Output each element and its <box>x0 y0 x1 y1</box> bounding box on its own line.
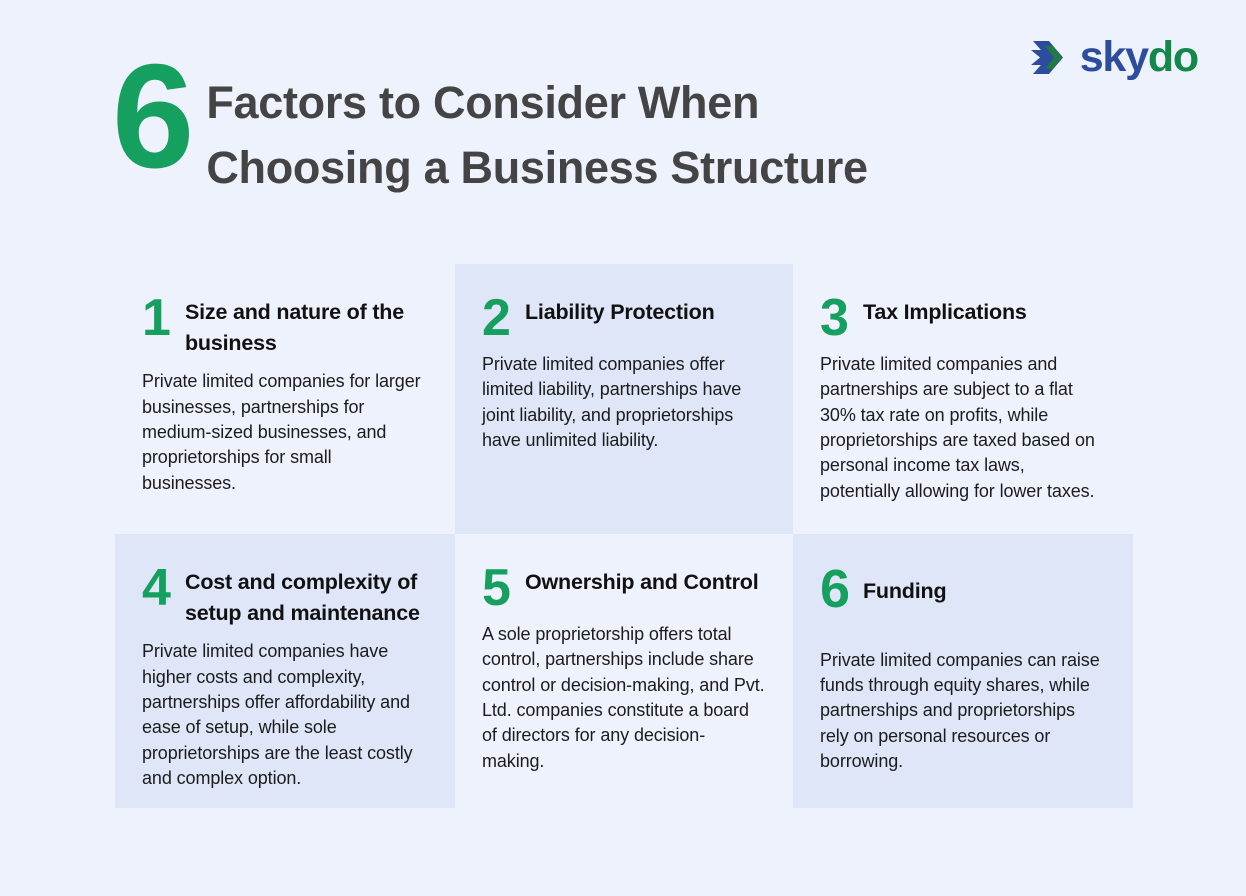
factor-card-2-body: Private limited companies offer limited … <box>482 353 742 450</box>
factor-card-5-title: Ownership and Control <box>525 570 759 594</box>
factor-card-2-head: 2 Liability Protection <box>482 289 766 347</box>
factor-card-1-number: 1 <box>142 289 171 347</box>
page-header: skydo 6 Factors to Consider When Choosin… <box>0 0 1246 240</box>
factor-card-2: 2 Liability Protection Private limited c… <box>455 264 793 534</box>
factor-card-2-title: Liability Protection <box>525 300 715 324</box>
factor-card-3: 3 Tax Implications Private limited compa… <box>793 264 1133 534</box>
factor-card-5-head: 5 Ownership and Control <box>482 559 766 617</box>
factor-card-2-number: 2 <box>482 289 511 347</box>
factor-card-1-head: 1 Size and nature of the business <box>142 289 428 359</box>
page-title-text: Factors to Consider When Choosing a Busi… <box>206 77 868 194</box>
page-title: 6 Factors to Consider When Choosing a Bu… <box>112 42 966 201</box>
factor-card-6: 6 Funding Private limited companies can … <box>793 534 1133 808</box>
factor-card-1-body: Private limited companies for larger bus… <box>142 371 421 493</box>
skydo-logo[interactable]: skydo <box>1029 33 1200 81</box>
factor-card-3-body: Private limited companies and partnershi… <box>820 353 1095 501</box>
page-title-number: 6 <box>112 34 194 199</box>
factor-card-6-title: Funding <box>863 579 947 603</box>
factors-grid: 1 Size and nature of the business Privat… <box>115 264 1133 808</box>
factor-card-5: 5 Ownership and Control A sole proprieto… <box>455 534 793 808</box>
skydo-wordmark: skydo <box>1079 33 1200 81</box>
factor-card-3-title: Tax Implications <box>863 300 1027 324</box>
factor-card-5-body: A sole proprietorship offers total contr… <box>482 623 765 771</box>
factor-card-1: 1 Size and nature of the business Privat… <box>115 264 455 534</box>
factor-card-4-number: 4 <box>142 559 171 617</box>
factor-card-3-number: 3 <box>820 289 849 347</box>
factor-card-6-head: 6 Funding <box>820 559 1106 619</box>
factor-card-4: 4 Cost and complexity of setup and maint… <box>115 534 455 808</box>
factor-card-5-number: 5 <box>482 559 511 617</box>
factor-card-3-head: 3 Tax Implications <box>820 289 1106 347</box>
factor-card-1-title: Size and nature of the business <box>185 300 404 356</box>
logo-word-do: do <box>1147 33 1199 81</box>
logo-word-sky: sky <box>1079 33 1149 81</box>
factor-card-6-body: Private limited companies can raise fund… <box>820 649 1100 772</box>
factor-card-4-title: Cost and complexity of setup and mainten… <box>185 570 420 626</box>
factor-card-6-number: 6 <box>820 559 850 619</box>
factor-card-4-head: 4 Cost and complexity of setup and maint… <box>142 559 428 629</box>
skydo-chevron-mark-icon <box>1030 40 1063 74</box>
factor-card-4-body: Private limited companies have higher co… <box>142 641 413 789</box>
